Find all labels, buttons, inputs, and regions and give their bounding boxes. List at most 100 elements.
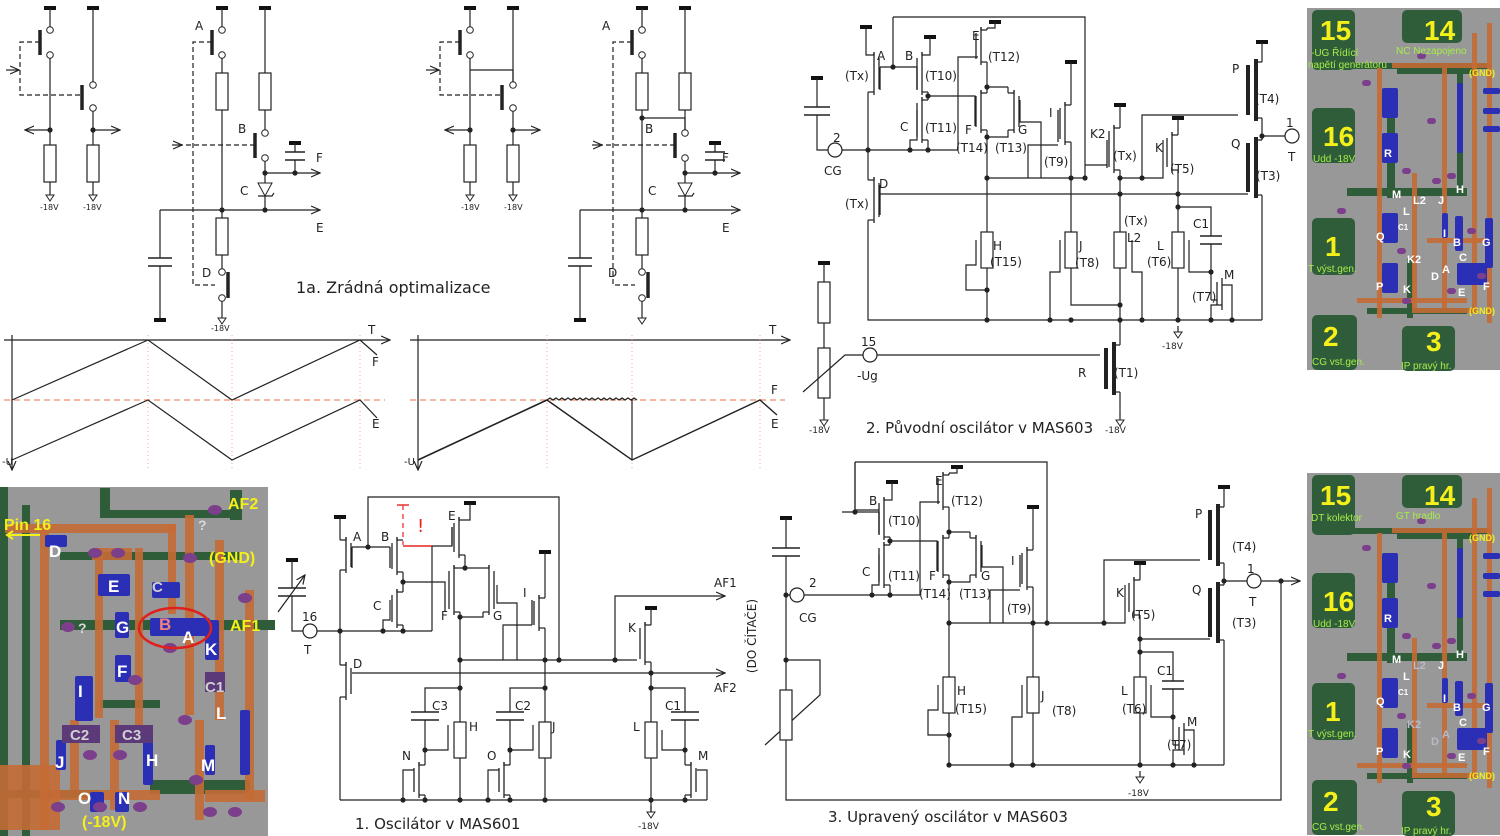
switch-contact bbox=[509, 81, 517, 89]
resistor bbox=[506, 144, 520, 183]
bond-pad bbox=[1312, 780, 1357, 835]
circuit-label: B bbox=[381, 530, 389, 544]
circuit-label: -U bbox=[404, 457, 415, 468]
switch-contact bbox=[681, 154, 689, 162]
resistor bbox=[644, 721, 658, 759]
do-citace-label: (DO ČÍTAČE) bbox=[744, 599, 759, 673]
wire bbox=[986, 130, 1009, 138]
wire bbox=[1064, 102, 1071, 106]
circuit-label: K bbox=[1155, 141, 1164, 155]
circuit-label: 1 bbox=[1286, 116, 1294, 130]
diffusion bbox=[1485, 683, 1493, 733]
wire bbox=[697, 769, 708, 800]
circuit-label: C bbox=[373, 599, 381, 613]
diffusion bbox=[1382, 133, 1398, 163]
circuit-label: C3 bbox=[432, 699, 448, 713]
metal-trace bbox=[95, 548, 103, 718]
chip-component-label: E bbox=[1458, 752, 1465, 764]
wire bbox=[868, 177, 875, 181]
switch-contact bbox=[638, 26, 646, 34]
circuit-label: -18V bbox=[211, 324, 230, 333]
metal-trace bbox=[1487, 488, 1492, 788]
wire bbox=[1103, 559, 1200, 623]
circuit-label: R bbox=[1078, 366, 1086, 380]
circuit-label: D bbox=[879, 177, 888, 191]
bond-pad bbox=[1402, 10, 1462, 43]
contact bbox=[1447, 173, 1456, 179]
chip-component-label: C bbox=[1459, 717, 1467, 729]
junction-dot bbox=[1175, 317, 1181, 323]
terminal bbox=[862, 347, 878, 363]
wire bbox=[970, 535, 977, 539]
contact bbox=[61, 622, 75, 632]
chip-label: N bbox=[118, 789, 130, 808]
metal-trace bbox=[185, 515, 194, 715]
diffusion bbox=[1382, 263, 1398, 293]
wire bbox=[883, 497, 890, 501]
diffusion bbox=[115, 792, 129, 812]
circuit-label: G bbox=[493, 609, 502, 623]
wire bbox=[1019, 100, 1042, 178]
circuit-label: E bbox=[722, 221, 730, 235]
chip-component-label: L2 bbox=[1413, 660, 1426, 672]
wire bbox=[965, 240, 987, 291]
green-trace bbox=[230, 490, 242, 520]
chip-component-label: Q bbox=[1376, 231, 1385, 243]
ground-symbol bbox=[1173, 331, 1183, 339]
wire bbox=[418, 762, 425, 766]
junction-dot bbox=[556, 657, 562, 663]
junction-dot bbox=[639, 207, 645, 213]
contact bbox=[1447, 753, 1456, 759]
metal-trace bbox=[205, 790, 265, 802]
circuit-label: -18V bbox=[1162, 342, 1184, 352]
circuit-label: L bbox=[1157, 239, 1164, 253]
junction-dot bbox=[1137, 762, 1143, 768]
circuit-label: (T15) bbox=[990, 255, 1022, 269]
wire bbox=[340, 662, 347, 666]
metal-trace bbox=[1377, 68, 1382, 318]
chip-label: B bbox=[159, 615, 171, 634]
pin-number: 1 bbox=[1325, 696, 1341, 727]
wire bbox=[949, 467, 958, 474]
circuit-label: M bbox=[1224, 268, 1234, 282]
circuit-label: C bbox=[648, 184, 656, 198]
warning-mark: ! bbox=[417, 516, 424, 537]
metal-trace bbox=[1417, 773, 1477, 778]
wire bbox=[465, 503, 471, 521]
wire bbox=[614, 596, 725, 660]
circuit-label: -18V bbox=[638, 822, 660, 832]
circuit-label: (T12) bbox=[988, 50, 1020, 64]
junction-dot bbox=[1139, 317, 1145, 323]
wire bbox=[496, 585, 518, 660]
variable-arrow bbox=[277, 575, 305, 613]
circuit-label: (T14) bbox=[919, 587, 951, 601]
circuit-label: (T7) bbox=[1167, 738, 1191, 752]
circuit-label: (T12) bbox=[951, 494, 983, 508]
junction-dot bbox=[946, 732, 952, 738]
pin-description: IP pravý hr. bbox=[1401, 361, 1451, 372]
chip-component-label: M bbox=[1392, 189, 1401, 201]
circuit-label: M bbox=[1187, 715, 1197, 729]
contact bbox=[1477, 273, 1486, 279]
pin-number: 14 bbox=[1424, 480, 1456, 511]
circuit-label: (T9) bbox=[1007, 602, 1031, 616]
circuit-label: K bbox=[628, 621, 637, 635]
ground-symbol bbox=[508, 194, 518, 202]
waveform-f bbox=[546, 397, 638, 401]
resistor bbox=[538, 721, 552, 759]
green-trace bbox=[22, 505, 30, 836]
wire bbox=[1150, 685, 1173, 718]
circuit-label: (T15) bbox=[955, 702, 987, 716]
diffusion bbox=[205, 620, 219, 660]
circuit-label: G bbox=[981, 569, 990, 583]
zener-bar bbox=[258, 192, 275, 197]
chip-component-label: P bbox=[1376, 281, 1383, 293]
circuit-label: A bbox=[353, 530, 362, 544]
resistor bbox=[942, 676, 956, 714]
circuit-label: (T4) bbox=[1232, 540, 1256, 554]
wire bbox=[802, 354, 863, 393]
wire bbox=[854, 462, 879, 511]
resistor bbox=[86, 144, 100, 183]
circuit-label: J bbox=[551, 720, 556, 734]
chip-component-label: B bbox=[1453, 237, 1461, 249]
